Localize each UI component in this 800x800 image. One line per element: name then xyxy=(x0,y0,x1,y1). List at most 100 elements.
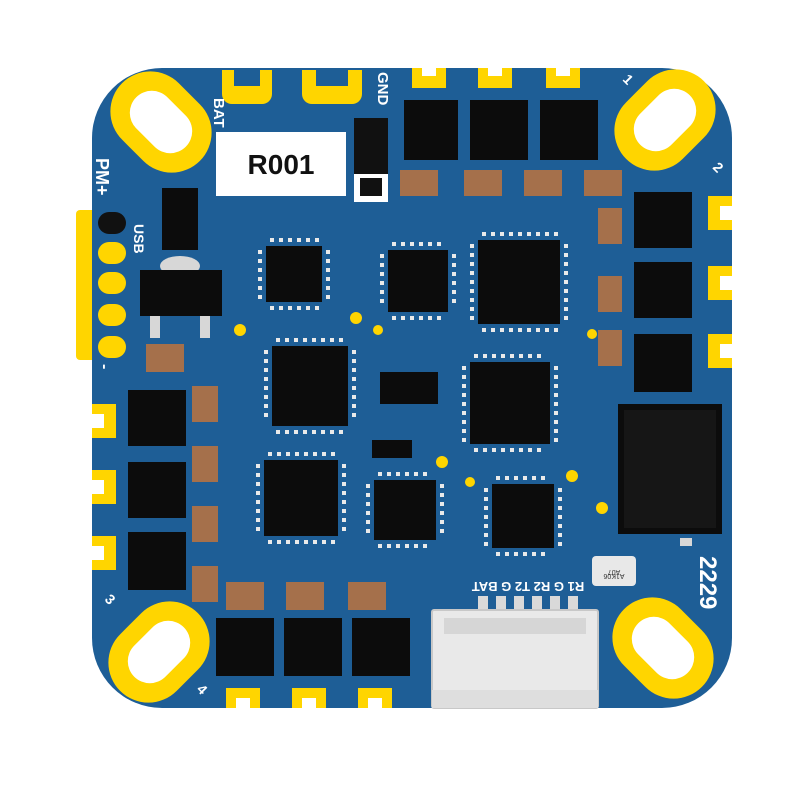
ic-pin xyxy=(295,452,299,456)
ic-pin xyxy=(491,232,495,236)
ic-pin xyxy=(387,472,391,476)
pm-plus-label: PM+ xyxy=(92,158,112,196)
small-labeled-chip xyxy=(592,556,636,586)
ic-pin xyxy=(322,540,326,544)
ic-pin xyxy=(264,395,268,399)
ic-pin xyxy=(564,316,568,320)
ic-pin xyxy=(482,232,486,236)
ic-pin xyxy=(440,493,444,497)
ic-pin xyxy=(264,404,268,408)
ic-pin xyxy=(304,540,308,544)
ic-pin xyxy=(440,484,444,488)
ic-chip xyxy=(388,250,448,312)
ic-pin xyxy=(528,448,532,452)
ic-pin xyxy=(501,448,505,452)
ic-pin xyxy=(554,366,558,370)
ic-pin xyxy=(558,515,562,519)
ic-pin xyxy=(396,544,400,548)
model-number: 2229 xyxy=(694,556,721,609)
ic-pin xyxy=(378,472,382,476)
ic-pin xyxy=(342,473,346,477)
ic-pin xyxy=(518,328,522,332)
ic-pin xyxy=(380,281,384,285)
ic-pin xyxy=(423,544,427,548)
ic-pin xyxy=(342,509,346,513)
ic-chip xyxy=(374,480,436,540)
ic-pin xyxy=(492,354,496,358)
ic-pin xyxy=(470,271,474,275)
ic-pin xyxy=(342,491,346,495)
ic-pin xyxy=(496,476,500,480)
ic-pin xyxy=(452,263,456,267)
ic-pin xyxy=(306,238,310,242)
ic-pin xyxy=(258,286,262,290)
ic-chip xyxy=(264,460,338,536)
ic-pin xyxy=(264,377,268,381)
ic-pin xyxy=(414,544,418,548)
ic-pin xyxy=(256,509,260,513)
ic-pin xyxy=(264,359,268,363)
ic-pin xyxy=(276,430,280,434)
ic-pin xyxy=(276,338,280,342)
ic-pin xyxy=(326,277,330,281)
ic-pin xyxy=(554,429,558,433)
ic-pin xyxy=(462,429,466,433)
ic-pin xyxy=(554,420,558,424)
ic-pin xyxy=(452,299,456,303)
ic-pin xyxy=(303,338,307,342)
ic-chip xyxy=(272,346,348,426)
ic-pin xyxy=(532,552,536,556)
ic-pin xyxy=(484,506,488,510)
ic-pin xyxy=(258,250,262,254)
ic-pin xyxy=(462,411,466,415)
ic-pin xyxy=(558,524,562,528)
ic-pin xyxy=(554,393,558,397)
ic-pin xyxy=(264,350,268,354)
ic-pin xyxy=(258,295,262,299)
ic-pin xyxy=(315,238,319,242)
ic-pin xyxy=(564,271,568,275)
ic-pin xyxy=(294,338,298,342)
ic-pin xyxy=(277,452,281,456)
ic-pin xyxy=(484,488,488,492)
ic-pin xyxy=(541,476,545,480)
ic-pin xyxy=(500,328,504,332)
ic-pin xyxy=(509,232,513,236)
ic-chip xyxy=(266,246,322,302)
bottom-mosfets xyxy=(216,618,410,676)
ic-pin xyxy=(510,354,514,358)
ic-pin xyxy=(440,529,444,533)
ic-pin xyxy=(306,306,310,310)
ic-pin xyxy=(484,497,488,501)
ic-pin xyxy=(392,316,396,320)
ic-pin xyxy=(256,527,260,531)
ic-pin xyxy=(505,552,509,556)
mounting-holes xyxy=(108,69,716,703)
ic-pin xyxy=(470,298,474,302)
ic-pin xyxy=(537,354,541,358)
ic-pin xyxy=(303,430,307,434)
ic-pin xyxy=(342,527,346,531)
ic-pin xyxy=(470,244,474,248)
ic-chips xyxy=(264,240,560,548)
ic-chip xyxy=(372,440,412,458)
ic-pin xyxy=(558,533,562,537)
ic-pin xyxy=(545,232,549,236)
ic-pin xyxy=(470,307,474,311)
ic-pin xyxy=(326,250,330,254)
right-mosfets xyxy=(634,192,692,392)
ic-pin xyxy=(277,540,281,544)
ic-pin xyxy=(564,280,568,284)
ic-pin xyxy=(326,286,330,290)
ic-pin xyxy=(326,259,330,263)
ic-chip xyxy=(470,362,550,444)
right-motor-pads xyxy=(708,196,732,368)
ic-pin xyxy=(482,328,486,332)
ic-pin xyxy=(258,259,262,263)
ic-pin xyxy=(352,413,356,417)
ic-pin xyxy=(452,254,456,258)
ic-pin xyxy=(264,386,268,390)
ic-pin xyxy=(510,448,514,452)
ic-pin xyxy=(505,476,509,480)
ic-pin xyxy=(268,540,272,544)
